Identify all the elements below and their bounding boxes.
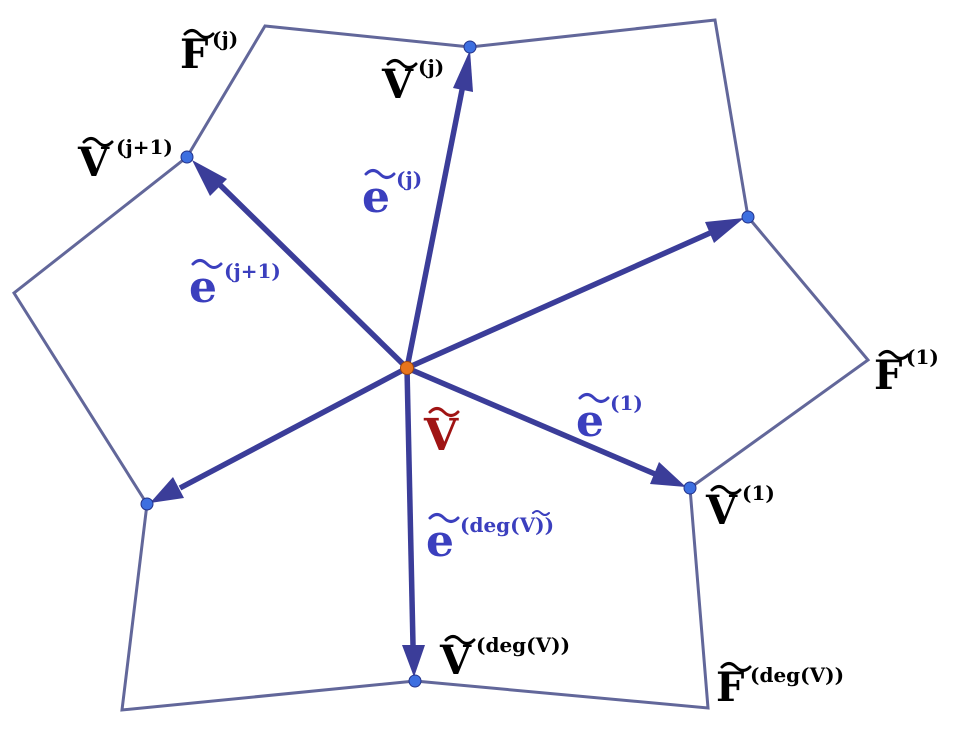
tilde-mark [82,137,114,147]
face-j-outline [185,24,471,158]
edge-arrows [150,50,744,677]
label-sup: (deg(V)) [460,513,554,537]
edge-arrow-left [178,365,409,491]
label-main: e [426,516,454,567]
tilde-mark [386,59,418,69]
label-main: V [423,410,459,461]
vertex-1-dot [683,481,697,495]
label-main: F [874,352,902,399]
label-e-j1: e (j+1) [189,259,281,313]
vertex-deg-dot [408,674,422,688]
label-sup: (1) [906,345,939,369]
vertex-j-dot [463,40,477,54]
face-left-outline [12,155,188,505]
label-sup: (1) [742,481,775,505]
label-V-j: V (j) [381,55,444,108]
label-F-j: F (j) [180,27,238,78]
sup-open: (deg( [460,513,520,537]
label-main: V [705,487,738,534]
label-V-1: V (1) [705,481,775,534]
arrowhead-left [150,477,184,503]
label-sup: (j) [396,167,422,191]
arrowhead-j [453,50,473,92]
arrowhead-deg [402,645,425,677]
label-V-j1: V (j+1) [77,135,173,186]
label-F-1: F (1) [874,345,939,399]
face-top-right-outline [469,18,750,218]
center-vertex-dot [400,361,414,375]
face-deg-outline [414,487,710,710]
edge-arrow-j [404,84,466,369]
tilde-mark [878,350,910,360]
label-main: V [77,139,110,186]
arrowhead-j1 [192,160,227,196]
tilde-mark-small [532,510,550,516]
edge-arrow-j1 [216,181,409,370]
tilde-mark [720,662,752,672]
edge-arrow-right [405,230,712,371]
label-sup: (j+1) [116,135,173,159]
tilde-mark [428,513,460,523]
label-main: e [362,172,390,223]
vertices [140,40,755,688]
label-sup: (deg(V)) [750,663,844,687]
label-main: e [576,396,604,447]
label-sup: (j) [212,27,238,51]
edge-arrow-1 [405,365,657,477]
label-sup: (j) [418,55,444,79]
arrowhead-1 [650,462,686,487]
label-V-center: V [423,407,460,461]
label-sup: (1) [610,391,643,415]
tilde-mark [444,635,476,645]
label-main: V [381,61,414,108]
faces [12,18,871,712]
face-bottom-left-outline [120,503,416,712]
label-sup: (deg(V)) [476,633,570,657]
label-main: e [189,262,217,313]
label-V-deg: V (deg(V)) [439,633,570,684]
label-main: V [439,637,472,684]
tilde-mark [364,169,396,179]
label-e-1: e (1) [576,391,643,447]
label-main: F [180,31,208,78]
edge-arrow-deg [404,367,416,646]
tilde-mark [428,407,460,417]
vertex-j1-dot [180,150,194,164]
face-1-outline [689,216,871,490]
label-sup: (j+1) [224,259,281,283]
label-main: F [716,664,744,711]
tilde-mark [710,485,742,495]
label-e-j: e (j) [362,167,422,223]
label-F-deg: F (deg(V)) [716,662,844,711]
tilde-mark [578,393,610,403]
tilde-mark [191,259,223,269]
arrowhead-right [705,218,744,243]
sup-close: )) [535,513,554,537]
vertex-left-dot [140,497,154,511]
tilde-mark [183,29,215,39]
label-e-deg: e (deg(V)) [426,510,554,567]
sup-inner-v: V [519,513,536,537]
vertex-right-dot [741,210,755,224]
